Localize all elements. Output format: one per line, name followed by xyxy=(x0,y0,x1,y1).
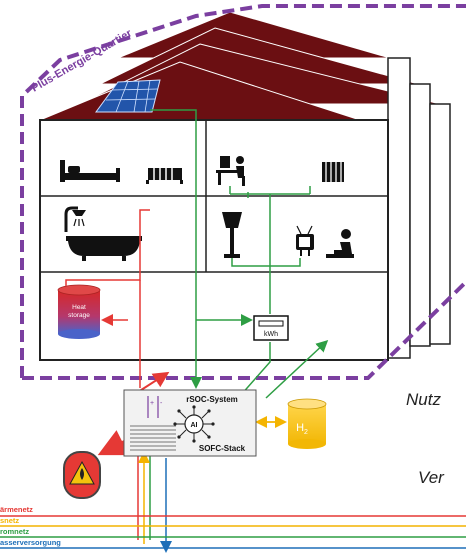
person-sitting-icon xyxy=(326,229,354,258)
rsoc-system-icon: + - AI rSOC-System SOFC-Stack xyxy=(123,389,257,457)
radiator-icon-2 xyxy=(322,162,344,182)
background-houses xyxy=(79,11,451,359)
nutz-label: Nutz xyxy=(406,390,441,409)
ver-label: Ver xyxy=(418,468,444,487)
kwh-label: kWh xyxy=(264,331,278,338)
grid-label-heat: ärmenetz xyxy=(0,505,33,514)
fire-hazard-icon xyxy=(63,451,101,499)
bed-icon xyxy=(60,160,120,182)
sofc-label: SOFC-Stack xyxy=(199,444,246,453)
svg-text:+: + xyxy=(150,400,154,407)
hydrogen-tank-icon: H2 xyxy=(287,398,327,449)
ai-label: AI xyxy=(191,422,198,429)
radiator-icon xyxy=(146,168,183,184)
kwh-meter-icon: kWh xyxy=(253,315,289,341)
flow-lines xyxy=(65,109,329,553)
sofc-stack-plates xyxy=(130,425,176,451)
grid-label-water: asserversorgung xyxy=(0,538,61,547)
rsoc-label: rSOC-System xyxy=(186,395,238,404)
solar-panel-icon xyxy=(95,79,161,113)
person-at-desk-icon xyxy=(216,156,245,186)
bathtub-icon xyxy=(66,236,142,261)
h2-label: H2 xyxy=(296,422,308,436)
grid-label-power: romnetz xyxy=(0,527,30,536)
shower-icon xyxy=(64,206,86,232)
grid-lines xyxy=(0,515,466,549)
grid-label-gas: snetz xyxy=(0,516,20,525)
svg-text:-: - xyxy=(160,400,163,407)
ai-network-icon: AI xyxy=(173,405,215,443)
floor-lamp-icon xyxy=(222,212,242,258)
tv-icon xyxy=(296,225,314,256)
